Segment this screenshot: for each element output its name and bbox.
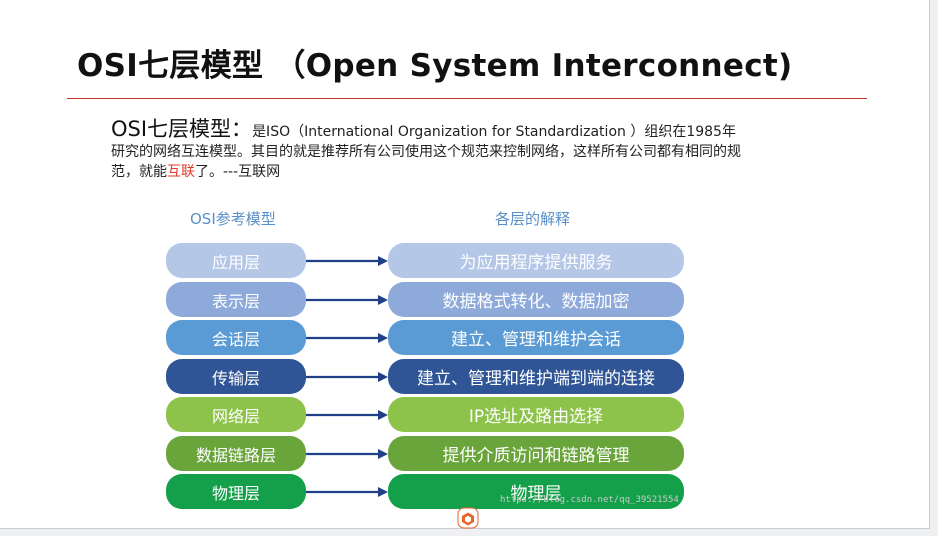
- layer-description-pill: 数据格式转化、数据加密: [388, 282, 684, 317]
- arrow-icon: [306, 410, 388, 420]
- right-column-header: 各层的解释: [495, 210, 571, 228]
- layer-pill: 物理层: [166, 474, 306, 509]
- layer-description-pill: 建立、管理和维护会话: [388, 320, 684, 355]
- layer-description-pill: 建立、管理和维护端到端的连接: [388, 359, 684, 394]
- arrow-icon: [306, 256, 388, 266]
- layer-description-pill: 提供介质访问和链路管理: [388, 436, 684, 471]
- arrow-icon: [306, 449, 388, 459]
- intro-paragraph: OSI七层模型：是ISO（International Organization …: [111, 119, 741, 182]
- layer-pill: 应用层: [166, 243, 306, 278]
- arrow-icon: [306, 372, 388, 382]
- layer-pill: 传输层: [166, 359, 306, 394]
- layer-pill: 表示层: [166, 282, 306, 317]
- intro-text-end: 了。---互联网: [195, 164, 281, 180]
- layer-description-pill: 为应用程序提供服务: [388, 243, 684, 278]
- arrow-icon: [306, 295, 388, 305]
- slide-title: OSI七层模型 （Open System Interconnect): [77, 48, 793, 84]
- intro-text: 是ISO（International Organization for Stan…: [111, 124, 741, 180]
- layer-pill: 网络层: [166, 397, 306, 432]
- slide: OSI七层模型 （Open System Interconnect) OSI七层…: [0, 0, 930, 529]
- arrow-icon: [306, 333, 388, 343]
- layer-description-pill: IP选址及路由选择: [388, 397, 684, 432]
- intro-lead: OSI七层模型：: [111, 117, 253, 141]
- layer-pill: 会话层: [166, 320, 306, 355]
- watermark: https://blog.csdn.net/qq_39521554: [500, 495, 679, 505]
- arrow-icon: [306, 487, 388, 497]
- logo-icon: [457, 507, 479, 529]
- layer-pill: 数据链路层: [166, 436, 306, 471]
- left-column-header: OSI参考模型: [190, 210, 276, 228]
- title-divider: [67, 98, 867, 99]
- layer-description-pill: 物理层: [388, 474, 684, 509]
- intro-highlight: 互联: [167, 164, 195, 180]
